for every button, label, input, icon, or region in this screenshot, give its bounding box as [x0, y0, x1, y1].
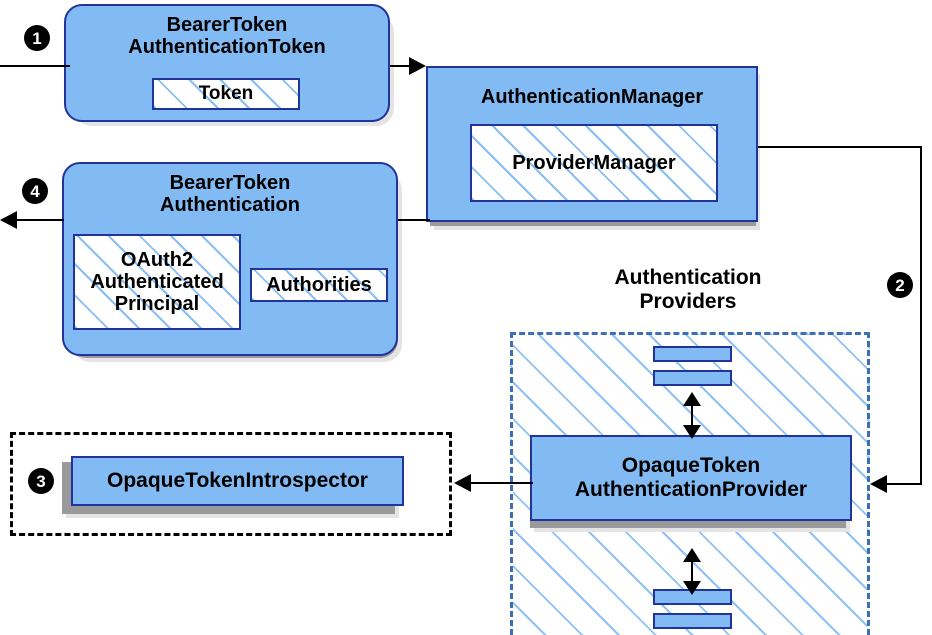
connector-result-out — [12, 219, 64, 221]
provider-manager-inner-box[interactable]: ProviderManager — [470, 124, 718, 202]
opaque-token-introspector-label: OpaqueTokenIntrospector — [107, 469, 368, 493]
connector-provider-bars-top-line — [691, 396, 693, 436]
provider-bar-top-1 — [653, 346, 732, 362]
authorities-box[interactable]: Authorities — [250, 268, 388, 302]
principal-line3: Principal — [114, 293, 200, 315]
badge-step-3-number: 3 — [36, 471, 46, 491]
otap-title-line2: AuthenticationProvider — [574, 478, 808, 501]
badge-step-2: 2 — [887, 272, 913, 298]
bearer-token-authentication-token-title: BearerToken AuthenticationToken — [128, 14, 325, 59]
bta-title-line1: BearerToken — [169, 172, 291, 194]
principal-line1: OAuth2 — [120, 249, 194, 271]
connector-provider-to-introspector-arrowhead — [454, 474, 471, 492]
connector-manager-to-provider-seg1 — [758, 146, 922, 148]
providers-caption-line2: Providers — [639, 289, 737, 313]
provider-manager-label: ProviderManager — [512, 152, 676, 174]
connector-provider-bars-top-arrow-down — [683, 425, 701, 439]
connector-manager-to-provider-arrowhead — [870, 475, 887, 493]
otap-title-line1: OpaqueToken — [621, 454, 761, 478]
connector-request-in — [0, 65, 70, 67]
badge-step-3: 3 — [28, 468, 54, 494]
badge-step-4-number: 4 — [30, 181, 40, 201]
btat-title-line1: BearerToken — [166, 14, 288, 36]
connector-provider-bars-bottom-arrow-up — [683, 548, 701, 562]
connector-manager-to-provider-seg2 — [920, 146, 922, 485]
providers-caption-line1: Authentication — [614, 266, 762, 289]
bta-title-line2: Authentication — [160, 194, 300, 217]
opaque-token-introspector-box[interactable]: OpaqueTokenIntrospector — [71, 456, 404, 506]
authentication-manager-title: AuthenticationManager — [480, 86, 704, 108]
btat-title-line2: AuthenticationToken — [128, 36, 326, 59]
connector-manager-to-provider-seg3 — [887, 483, 922, 485]
connector-token-to-manager-arrowhead — [409, 57, 426, 75]
provider-bar-bottom-2 — [653, 613, 732, 629]
oauth2-authenticated-principal-box[interactable]: OAuth2 Authenticated Principal — [73, 234, 241, 330]
opaque-token-authentication-provider-box[interactable]: OpaqueToken AuthenticationProvider — [530, 435, 852, 521]
connector-provider-bars-bottom-arrow-down — [683, 581, 701, 595]
principal-line2: Authenticated — [90, 271, 224, 293]
badge-step-2-number: 2 — [895, 275, 905, 295]
token-inner-label: Token — [198, 82, 254, 104]
connector-manager-to-result — [398, 219, 430, 221]
connector-provider-to-introspector — [471, 482, 533, 484]
bta-title: BearerToken Authentication — [160, 172, 300, 217]
connector-provider-bars-bottom-line — [691, 552, 693, 592]
connector-result-out-arrowhead — [0, 211, 17, 229]
authentication-providers-caption: Authentication Providers — [568, 266, 808, 313]
authorities-label: Authorities — [266, 274, 372, 296]
provider-bar-top-2 — [653, 370, 732, 386]
introspector-group — [10, 432, 452, 536]
connector-token-to-manager — [390, 65, 416, 67]
badge-step-4: 4 — [22, 178, 48, 204]
badge-step-1: 1 — [24, 25, 50, 51]
token-inner-box[interactable]: Token — [152, 78, 300, 110]
badge-step-1-number: 1 — [32, 28, 42, 48]
connector-provider-bars-top-arrow-up — [683, 392, 701, 406]
